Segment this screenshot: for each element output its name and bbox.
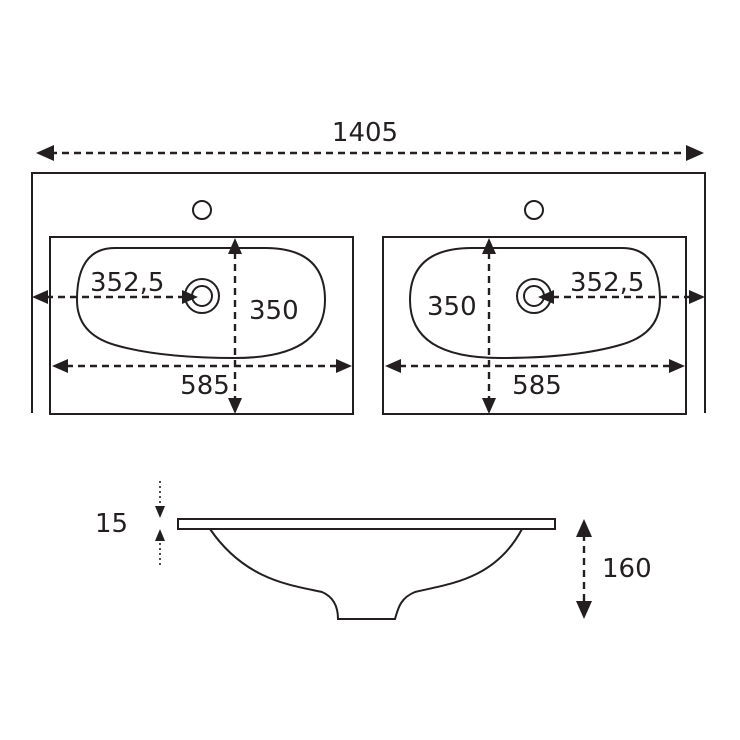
right-width-label: 585 bbox=[512, 371, 562, 401]
right-depth-arrow-bottom bbox=[482, 398, 496, 414]
side-rim bbox=[177, 518, 556, 530]
side-view: 15 160 bbox=[95, 481, 652, 620]
left-tap-offset-arrow-out bbox=[32, 290, 48, 304]
total-height-dimension: 160 bbox=[576, 519, 652, 619]
left-depth-arrow-bottom bbox=[228, 398, 242, 414]
left-depth-label: 350 bbox=[249, 296, 299, 326]
left-basin-frame bbox=[49, 236, 354, 415]
left-tap-offset-label: 352,5 bbox=[90, 268, 164, 298]
left-width-arrow-right bbox=[336, 359, 352, 373]
left-tap-offset-arrow-in bbox=[182, 290, 198, 304]
total-height-label: 160 bbox=[602, 554, 652, 584]
rim-thickness-label: 15 bbox=[95, 509, 128, 539]
right-tap-offset-label: 352,5 bbox=[570, 268, 644, 298]
rim-thickness-arrow-bottom bbox=[155, 529, 165, 541]
left-width-arrow-left bbox=[52, 359, 68, 373]
right-depth-arrow-top bbox=[482, 238, 496, 254]
left-tap-hole bbox=[192, 200, 212, 220]
right-width-arrow-right bbox=[669, 359, 685, 373]
side-bowl-profile bbox=[209, 528, 523, 620]
left-basin: 352,5 350 585 bbox=[32, 236, 354, 415]
left-basin-bowl bbox=[75, 247, 327, 360]
left-width-label: 585 bbox=[180, 371, 230, 401]
rim-thickness-dimension: 15 bbox=[95, 481, 165, 568]
right-basin: 352,5 350 585 bbox=[382, 236, 705, 415]
right-tap-hole bbox=[524, 200, 544, 220]
right-depth-label: 350 bbox=[427, 292, 477, 322]
right-basin-bowl bbox=[408, 247, 662, 360]
right-tap-offset-arrow-in bbox=[538, 290, 554, 304]
right-width-arrow-left bbox=[385, 359, 401, 373]
total-height-arrow-top bbox=[576, 519, 592, 537]
top-view: 1405 352,5 350 585 bbox=[31, 118, 706, 415]
right-basin-frame bbox=[382, 236, 687, 415]
left-depth-arrow-top bbox=[228, 238, 242, 254]
right-tap-offset-arrow-out bbox=[689, 290, 705, 304]
rim-thickness-arrow-top bbox=[155, 506, 165, 518]
overall-width-arrow-left bbox=[36, 145, 54, 161]
countertop-outline bbox=[31, 172, 706, 413]
overall-width-dimension: 1405 bbox=[36, 118, 704, 161]
overall-width-label: 1405 bbox=[332, 118, 398, 148]
total-height-arrow-bottom bbox=[576, 601, 592, 619]
overall-width-arrow-right bbox=[686, 145, 704, 161]
